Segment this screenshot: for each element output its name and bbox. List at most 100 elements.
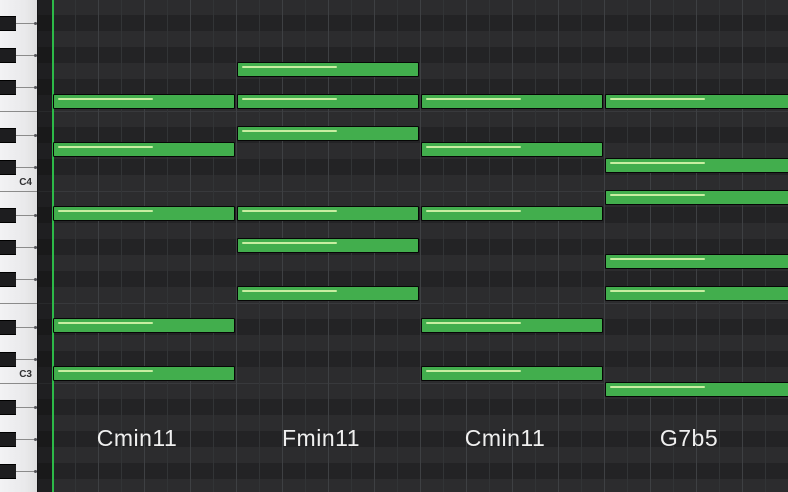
midi-note[interactable] (604, 158, 788, 173)
white-key-separator (0, 111, 37, 112)
white-key-separator (16, 325, 37, 329)
beat-line (741, 0, 743, 492)
midi-note[interactable] (236, 126, 419, 141)
piano-key-black[interactable] (0, 399, 16, 415)
beat-line (189, 0, 191, 492)
piano-key-black[interactable] (0, 319, 16, 335)
midi-note[interactable] (604, 382, 788, 397)
velocity-line (425, 98, 521, 100)
octave-boundary-line (38, 111, 788, 112)
white-key-separator (16, 357, 37, 361)
white-key-separator (0, 191, 37, 192)
subbeat-line (166, 0, 168, 492)
velocity-line (609, 162, 705, 164)
midi-note[interactable] (420, 94, 603, 109)
octave-label: C4 (19, 177, 32, 188)
midi-note[interactable] (420, 318, 603, 333)
midi-note[interactable] (604, 254, 788, 269)
subbeat-line (74, 0, 76, 492)
chord-label: Cmin11 (464, 425, 546, 451)
subbeat-line (626, 0, 628, 492)
beat-line (511, 0, 513, 492)
midi-note[interactable] (236, 286, 419, 301)
white-key-separator (16, 165, 37, 169)
white-key-separator (16, 469, 37, 473)
midi-note[interactable] (420, 206, 603, 221)
subbeat-line (764, 0, 766, 492)
beat-line (695, 0, 697, 492)
chord-label: G7b5 (659, 425, 719, 451)
piano-key-black[interactable] (0, 431, 16, 447)
midi-note[interactable] (236, 62, 419, 77)
black-key-row (38, 463, 788, 479)
piano-key-black[interactable] (0, 159, 16, 175)
beat-line (143, 0, 145, 492)
octave-boundary-line (38, 383, 788, 384)
velocity-line (425, 146, 521, 148)
white-key-separator (16, 85, 37, 89)
black-key-row (38, 47, 788, 63)
velocity-line (57, 370, 153, 372)
midi-note[interactable] (52, 206, 235, 221)
chord-label: Fmin11 (282, 425, 360, 451)
black-key-row (38, 351, 788, 367)
piano-key-black[interactable] (0, 271, 16, 287)
subbeat-line (718, 0, 720, 492)
octave-boundary-line (38, 303, 788, 304)
beat-line (97, 0, 99, 492)
midi-note[interactable] (52, 318, 235, 333)
black-key-row (38, 399, 788, 415)
piano-key-black[interactable] (0, 351, 16, 367)
subbeat-line (580, 0, 582, 492)
midi-note[interactable] (604, 94, 788, 109)
piano-key-black[interactable] (0, 79, 16, 95)
white-key-separator (0, 303, 37, 304)
velocity-line (609, 386, 705, 388)
white-key-separator (16, 437, 37, 441)
white-key-separator (0, 383, 37, 384)
piano-key-black[interactable] (0, 47, 16, 63)
subbeat-line (488, 0, 490, 492)
midi-note[interactable] (52, 94, 235, 109)
midi-note[interactable] (52, 142, 235, 157)
subbeat-line (672, 0, 674, 492)
midi-note[interactable] (604, 286, 788, 301)
velocity-line (241, 98, 337, 100)
velocity-line (241, 210, 337, 212)
midi-note[interactable] (52, 366, 235, 381)
octave-label: C3 (19, 369, 32, 380)
subbeat-line (442, 0, 444, 492)
velocity-line (609, 194, 705, 196)
piano-key-black[interactable] (0, 127, 16, 143)
velocity-line (57, 146, 153, 148)
white-key-separator (16, 213, 37, 217)
piano-key-black[interactable] (0, 15, 16, 31)
velocity-line (57, 322, 153, 324)
midi-note[interactable] (236, 206, 419, 221)
white-key-separator (16, 245, 37, 249)
octave-boundary-line (38, 191, 788, 192)
midi-note[interactable] (236, 94, 419, 109)
black-key-row (38, 15, 788, 31)
velocity-line (241, 242, 337, 244)
midi-note[interactable] (420, 142, 603, 157)
midi-note[interactable] (420, 366, 603, 381)
beat-line (557, 0, 559, 492)
subbeat-line (120, 0, 122, 492)
velocity-line (241, 130, 337, 132)
beat-line (465, 0, 467, 492)
velocity-line (425, 322, 521, 324)
piano-key-black[interactable] (0, 239, 16, 255)
black-key-row (38, 159, 788, 175)
piano-key-black[interactable] (0, 207, 16, 223)
midi-note[interactable] (604, 190, 788, 205)
midi-note[interactable] (236, 238, 419, 253)
black-key-row (38, 79, 788, 95)
piano-key-black[interactable] (0, 463, 16, 479)
velocity-line (425, 210, 521, 212)
velocity-line (609, 98, 705, 100)
black-key-row (38, 431, 788, 447)
